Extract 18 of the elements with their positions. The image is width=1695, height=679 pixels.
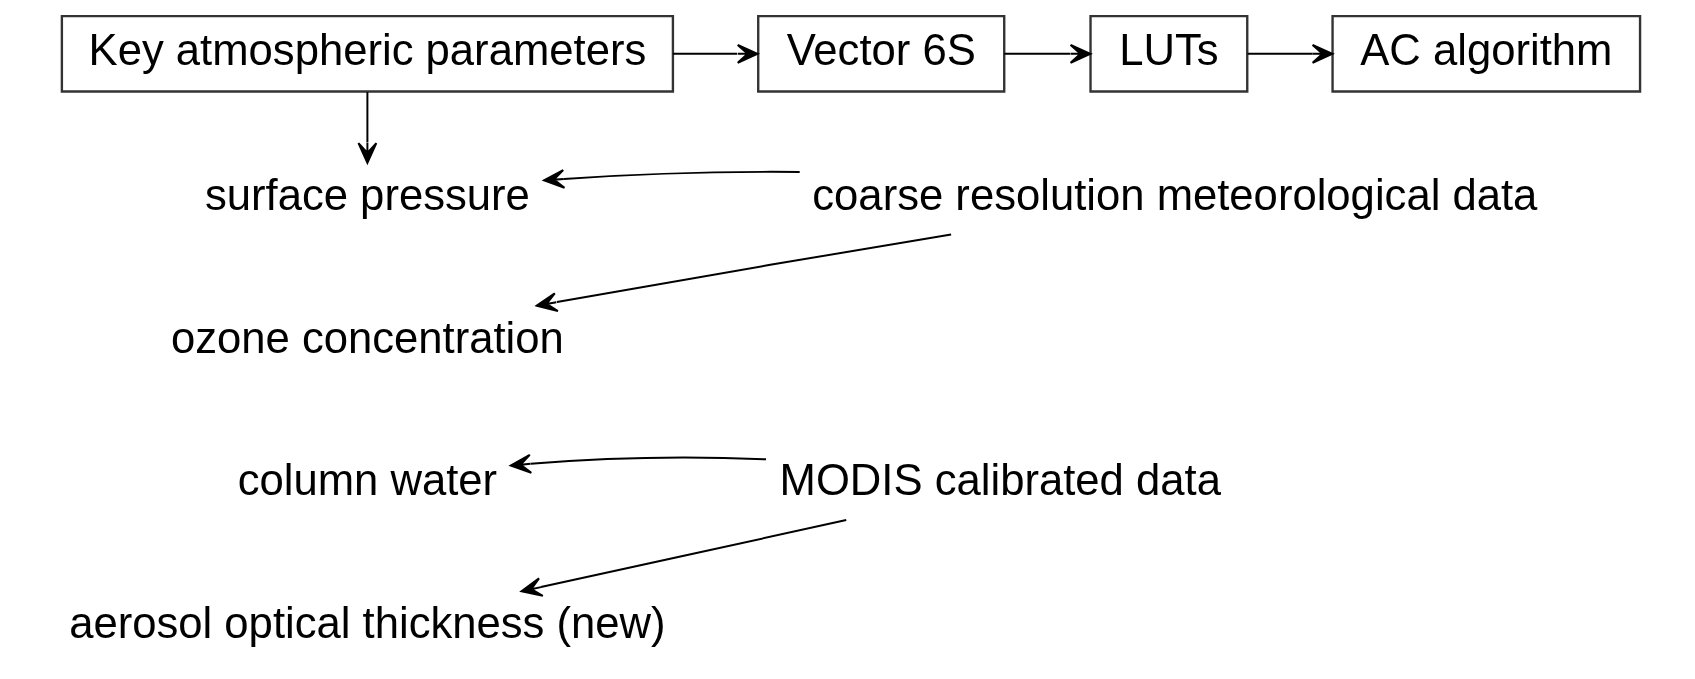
node-text: column water bbox=[237, 455, 498, 505]
arrow bbox=[1246, 43, 1334, 64]
node-box: Key atmospheric parameters bbox=[60, 14, 675, 93]
node-text: ozone concentration bbox=[170, 312, 564, 362]
node-box: Vector 6S bbox=[757, 14, 1006, 93]
arrow bbox=[1003, 43, 1092, 64]
node-text: MODIS calibrated data bbox=[779, 455, 1221, 505]
node-text: coarse resolution meteorological data bbox=[812, 169, 1538, 219]
arrow bbox=[535, 233, 953, 312]
node-box: AC algorithm bbox=[1331, 14, 1642, 93]
arrow bbox=[357, 91, 378, 164]
node-text: surface pressure bbox=[204, 169, 530, 219]
arrow bbox=[543, 169, 801, 189]
node-text: aerosol optical thickness (new) bbox=[69, 598, 666, 648]
node-box: LUTs bbox=[1089, 14, 1249, 93]
arrow bbox=[520, 519, 848, 597]
arrow bbox=[672, 43, 759, 64]
arrow bbox=[509, 453, 768, 474]
